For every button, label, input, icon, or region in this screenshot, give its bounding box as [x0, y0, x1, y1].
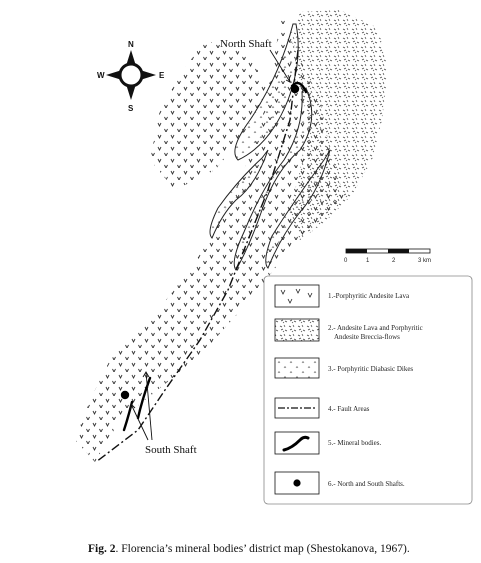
v-icon — [280, 288, 313, 304]
figure-caption: Fig. 2. Florencia’s mineral bodies’ dist… — [88, 543, 410, 555]
fault-line — [95, 49, 299, 463]
south-shaft-leader — [129, 371, 153, 441]
legend: 1.-Porphyritic Andesite Lava 2.- Andesit… — [263, 275, 473, 505]
compass-arrows-icon — [106, 50, 156, 100]
andesite-lava-area — [75, 14, 345, 462]
scale-tick-2: 2 — [392, 258, 396, 264]
compass-ring-icon — [118, 62, 144, 88]
figure-caption-prefix: Fig. 2 — [88, 543, 116, 555]
north-shaft-leader — [269, 49, 291, 83]
dike-outlines — [209, 23, 331, 271]
scale-bar: 0 1 2 3 km — [344, 248, 431, 264]
andesite-lava-left-area — [150, 40, 268, 190]
figure-caption-text: . Florencia’s mineral bodies’ district m… — [115, 543, 410, 555]
legend-item-2-line-2: Andesite Breccia-flows — [334, 333, 400, 341]
north-shaft-marker — [290, 84, 300, 94]
legend-item-1-line-1: 1.-Porphyritic Andesite Lava — [328, 292, 410, 300]
scale-tick-1: 1 — [366, 258, 370, 264]
compass-east-label: E — [159, 71, 165, 80]
compass-north-label: N — [128, 40, 134, 49]
legend-item-6-line-1: 6.- North and South Shafts. — [328, 480, 405, 488]
mineral-body-icon — [282, 435, 310, 452]
legend-item-5-line-1: 5.- Mineral bodies. — [328, 439, 382, 447]
north-shaft-label: North Shaft — [220, 38, 272, 50]
scale-tick-0: 0 — [344, 258, 348, 264]
legend-item-4-line-1: 4.- Fault Areas — [328, 405, 370, 413]
south-shaft-marker — [120, 390, 130, 400]
compass-south-label: S — [128, 104, 134, 113]
compass-rose: N S W E — [97, 40, 165, 113]
compass-west-label: W — [97, 71, 105, 80]
legend-item-3-line-1: 3.- Porphyritic Diabasic Dikes — [328, 365, 413, 373]
legend-box — [263, 275, 473, 505]
south-shaft-label: South Shaft — [145, 444, 197, 456]
legend-item-2-line-1: 2.- Andesite Lava and Porphyritic — [328, 324, 423, 332]
scale-tick-3: 3 km — [418, 258, 431, 264]
shaft-icon — [293, 479, 301, 487]
